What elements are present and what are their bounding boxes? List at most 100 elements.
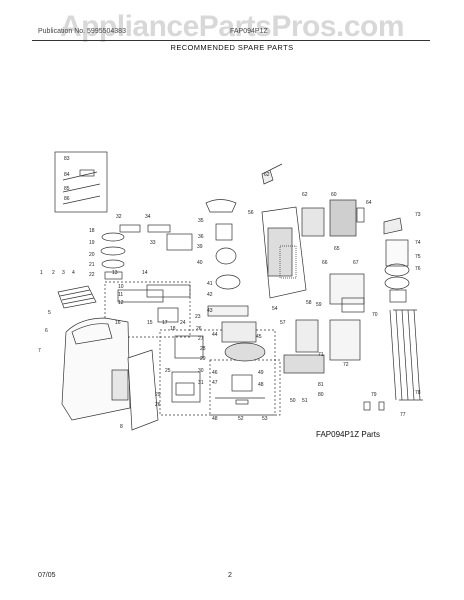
svg-text:6: 6	[45, 328, 48, 334]
svg-text:24: 24	[180, 320, 186, 326]
svg-text:71: 71	[318, 352, 324, 358]
svg-text:28: 28	[200, 346, 206, 352]
svg-text:31: 31	[198, 380, 204, 386]
svg-text:86: 86	[64, 196, 70, 202]
svg-text:32: 32	[116, 214, 122, 220]
electrical-parts	[215, 374, 265, 405]
svg-text:49: 49	[258, 370, 264, 376]
svg-text:70: 70	[372, 312, 378, 318]
svg-text:27: 27	[198, 336, 204, 342]
svg-text:64: 64	[366, 200, 372, 206]
svg-text:74: 74	[415, 240, 421, 246]
svg-text:57: 57	[280, 320, 286, 326]
filter-screen-left	[301, 207, 325, 237]
svg-text:77: 77	[400, 412, 406, 418]
svg-text:81: 81	[318, 382, 324, 388]
svg-text:47: 47	[212, 380, 218, 386]
svg-text:65: 65	[334, 246, 340, 252]
svg-text:85: 85	[64, 186, 70, 192]
svg-text:84: 84	[64, 172, 70, 178]
svg-text:11: 11	[118, 292, 123, 298]
svg-text:56: 56	[248, 210, 254, 216]
page-number: 2	[228, 572, 232, 579]
svg-text:5: 5	[48, 310, 51, 316]
svg-text:41: 41	[207, 281, 213, 287]
control-group-outline	[104, 281, 191, 338]
control-board	[261, 163, 283, 185]
svg-text:62: 62	[264, 172, 270, 178]
cabinet-front	[61, 317, 131, 421]
svg-text:75: 75	[415, 254, 421, 260]
svg-text:53: 53	[262, 416, 268, 422]
svg-text:73: 73	[415, 212, 421, 218]
svg-text:72: 72	[343, 362, 349, 368]
model-number: FAP094P1Z	[230, 28, 268, 35]
svg-text:83: 83	[64, 156, 70, 162]
svg-text:36: 36	[198, 234, 204, 240]
callout-numbers: 83 84 85 86 32 34 18 19 20 21 22 1 2 3 4…	[38, 156, 421, 430]
electrical-group-outline	[209, 359, 281, 416]
svg-text:48: 48	[212, 416, 218, 422]
reservoir-trays	[117, 284, 191, 323]
svg-text:21: 21	[89, 262, 95, 268]
header-rule	[32, 40, 430, 41]
bracket	[363, 401, 371, 411]
svg-text:35: 35	[198, 218, 204, 224]
svg-text:79: 79	[371, 392, 377, 398]
svg-text:12: 12	[118, 300, 124, 306]
svg-text:58: 58	[306, 300, 312, 306]
svg-text:66: 66	[322, 260, 328, 266]
svg-text:54: 54	[272, 306, 278, 312]
svg-text:51: 51	[302, 398, 308, 404]
filter-strips	[57, 285, 97, 309]
svg-text:7: 7	[38, 348, 41, 354]
svg-text:19: 19	[89, 240, 95, 246]
svg-text:46: 46	[212, 370, 218, 376]
svg-text:23: 23	[195, 314, 201, 320]
clip	[378, 401, 385, 411]
svg-text:50: 50	[290, 398, 296, 404]
svg-text:80: 80	[318, 392, 324, 398]
svg-text:1: 1	[40, 270, 43, 276]
heat-exchanger	[283, 273, 365, 374]
svg-text:62: 62	[302, 192, 308, 198]
side-panel	[127, 349, 159, 431]
svg-text:3: 3	[62, 270, 65, 276]
watermark: AppliancePartsPros.com	[59, 10, 405, 43]
svg-text:42: 42	[207, 292, 213, 298]
publication-number: Publication No. 5995504383	[38, 28, 126, 35]
screw-inset	[54, 151, 108, 213]
blower-housing	[171, 335, 204, 403]
svg-text:48: 48	[258, 382, 264, 388]
svg-text:2: 2	[52, 270, 55, 276]
svg-text:67: 67	[353, 260, 359, 266]
footer-date: 07/05	[38, 572, 56, 579]
svg-text:45: 45	[256, 334, 262, 340]
svg-text:34: 34	[145, 214, 151, 220]
svg-text:13: 13	[112, 270, 118, 276]
svg-text:52: 52	[238, 416, 244, 422]
svg-text:29: 29	[200, 356, 206, 362]
svg-text:43: 43	[207, 308, 213, 314]
svg-text:4: 4	[72, 270, 75, 276]
svg-text:25: 25	[165, 368, 171, 374]
svg-text:59: 59	[316, 302, 322, 308]
filter-screen-small	[356, 207, 365, 223]
filter-screen-right	[329, 199, 357, 237]
svg-text:30: 30	[198, 368, 204, 374]
blower-group-outline	[159, 329, 276, 416]
svg-text:14: 14	[142, 270, 148, 276]
fan-assembly	[205, 199, 266, 362]
window-slider-bars	[389, 309, 423, 401]
window-kit	[383, 217, 410, 303]
svg-text:76: 76	[415, 266, 421, 272]
control-knob-parts	[100, 224, 193, 280]
svg-text:26: 26	[196, 326, 202, 332]
svg-text:18: 18	[170, 326, 176, 332]
svg-text:40: 40	[197, 260, 203, 266]
svg-text:39: 39	[197, 244, 203, 250]
rear-frame	[261, 206, 307, 299]
svg-text:15: 15	[147, 320, 153, 326]
svg-text:20: 20	[89, 252, 95, 258]
